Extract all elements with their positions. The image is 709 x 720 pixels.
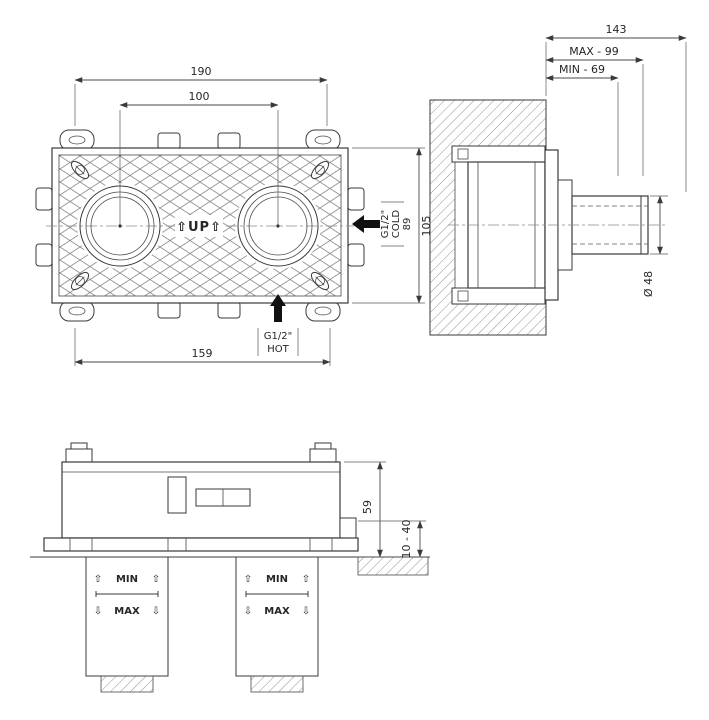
- right-valve-port: [237, 185, 319, 267]
- dim-89-label: 89: [402, 218, 413, 231]
- bottom-view: ⇧ MIN ⇧ ⇩ MAX ⇩ ⇧ MIN ⇧ ⇩ MAX ⇩: [30, 442, 430, 693]
- min-label: MIN: [266, 574, 288, 585]
- cold-inlet: G1/2" COLD 89: [352, 201, 413, 247]
- mounting-tabs: [35, 129, 365, 322]
- dim-plaster-range-label: 10 - 40: [400, 520, 413, 559]
- cold-label: COLD: [391, 210, 402, 238]
- left-valve-port: [79, 185, 161, 267]
- plaster-guard-right: ⇧ MIN ⇧ ⇩ MAX ⇩: [235, 556, 319, 693]
- hot-size-label: G1/2": [264, 331, 292, 342]
- hot-label: HOT: [267, 344, 289, 355]
- hot-inlet-arrow-icon: [270, 294, 286, 322]
- dim-143: 143: [545, 23, 687, 192]
- down-arrow-icon: ⇩: [152, 606, 160, 617]
- min-label: MIN: [116, 574, 138, 585]
- cold-size-label: G1/2": [380, 210, 391, 238]
- cold-inlet-arrow-icon: [352, 215, 380, 233]
- dim-min-label: MIN - 69: [559, 63, 605, 76]
- down-arrow-icon: ⇩: [244, 606, 252, 617]
- dim-diameter-48: Ø 48: [642, 195, 668, 297]
- dim-100: 100: [119, 90, 279, 108]
- valve-body-side: [448, 145, 668, 305]
- side-view: 143 MAX - 99 MIN - 69 Ø 48: [429, 23, 687, 336]
- dim-190: 190: [74, 65, 328, 126]
- cover-plate: [43, 537, 359, 552]
- dim-max-99: MAX - 99: [545, 45, 644, 176]
- up-arrow-icon: ⇧: [244, 574, 252, 585]
- dim-min-69: MIN - 69: [545, 63, 619, 176]
- screw-slots: [70, 160, 330, 291]
- max-label: MAX: [114, 606, 140, 617]
- up-orientation-label: ⇧UP⇧: [176, 220, 222, 235]
- down-arrow-icon: ⇩: [302, 606, 310, 617]
- dim-190-label: 190: [191, 65, 212, 78]
- dim-diameter-label: Ø 48: [642, 271, 655, 297]
- down-arrow-icon: ⇩: [94, 606, 102, 617]
- valve-body-bottom: [43, 442, 359, 552]
- dim-59: 59: [344, 461, 386, 558]
- wall-hatch-strip: [357, 556, 429, 576]
- up-arrow-icon: ⇧: [94, 574, 102, 585]
- dim-100-label: 100: [189, 90, 210, 103]
- plaster-guard-left: ⇧ MIN ⇧ ⇩ MAX ⇩: [85, 556, 169, 693]
- hot-inlet: G1/2" HOT: [257, 294, 299, 356]
- dim-59-label: 59: [361, 500, 374, 514]
- dim-159: 159: [74, 328, 331, 366]
- front-view: ⇧UP⇧ 190 100 159 105: [35, 65, 433, 366]
- dim-max-label: MAX - 99: [569, 45, 619, 58]
- dim-10-40: 10 - 40: [358, 520, 426, 559]
- max-label: MAX: [264, 606, 290, 617]
- dim-143-label: 143: [606, 23, 627, 36]
- up-arrow-icon: ⇧: [302, 574, 310, 585]
- dim-159-label: 159: [192, 347, 213, 360]
- up-arrow-icon: ⇧: [152, 574, 160, 585]
